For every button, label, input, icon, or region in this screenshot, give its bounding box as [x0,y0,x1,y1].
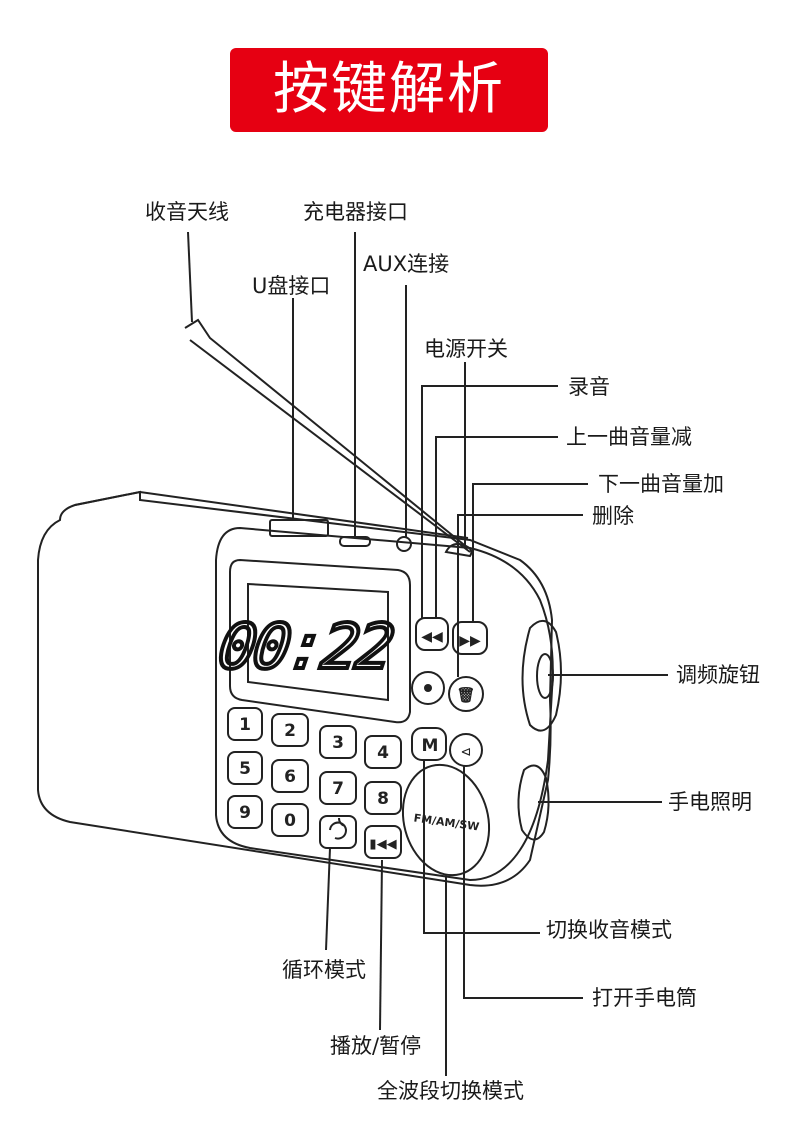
record-button [411,671,445,705]
delete-button [448,676,484,712]
play-pause-icon: ▮◀◀ [369,837,396,852]
band-button-label: FM/AM/SW [413,812,480,834]
page-title: 按键解析 [273,57,505,122]
leader-mode [423,760,540,934]
label-toggle-flashlight: 打开手电筒 [592,986,697,1010]
label-charger: 充电器接口 [303,200,408,224]
label-usb: U盘接口 [252,274,331,298]
key-6: 6 [284,767,296,787]
leader-antenna [187,231,193,323]
key-1: 1 [239,715,251,735]
keypad [227,707,402,859]
key-4: 4 [377,743,389,763]
key-2: 2 [284,721,296,741]
next-icon: ▶▶ [459,633,481,649]
label-delete: 删除 [592,504,634,528]
aux-port [396,536,412,552]
loop-icon [329,817,347,840]
trash-icon: 🗑 [456,686,475,704]
key-9: 9 [239,803,251,823]
key-8: 8 [377,789,389,809]
key-7: 7 [332,779,344,799]
tuning-knob [521,620,562,732]
display-frame [229,558,411,724]
key-3: 3 [332,733,344,753]
label-aux: AUX连接 [363,252,450,276]
leader-play [379,859,383,1031]
leader-prev [435,436,558,618]
label-next-vol-up: 下一曲音量加 [598,472,724,496]
antenna [184,318,469,549]
display-time: 00:22 [214,610,396,683]
key-5: 5 [239,759,251,779]
display-screen [247,582,389,702]
mode-button [411,727,447,761]
leader-loop [325,847,331,951]
flashlight-lens [517,764,550,841]
prev-icon: ◀◀ [421,629,443,645]
label-antenna: 收音天线 [145,200,229,224]
mode-button-label: M [422,736,439,756]
label-flashlight: 手电照明 [668,790,752,814]
label-loop-mode: 循环模式 [282,958,366,982]
leader-delete [457,514,583,677]
key-0: 0 [284,811,296,831]
label-play-pause: 播放/暂停 [330,1034,422,1058]
flashlight-icon: ⊲ [461,745,472,760]
title-banner: 按键解析 [230,48,548,132]
label-power: 电源开关 [424,337,508,361]
usb-port [269,519,329,537]
flashlight-button [449,733,483,767]
band-button [401,763,491,877]
radio-body [37,490,554,887]
label-record: 录音 [568,375,610,399]
next-button [452,621,488,655]
leader-record [421,385,558,618]
label-prev-vol-down: 上一曲音量减 [566,425,692,449]
label-tuning-knob: 调频旋钮 [676,663,760,687]
record-icon [424,684,432,692]
label-full-band-mode: 全波段切换模式 [377,1079,524,1103]
leader-flash-btn [463,766,583,999]
prev-button [415,617,449,651]
label-switch-radio-mode: 切换收音模式 [546,918,672,942]
leader-next [472,483,588,622]
